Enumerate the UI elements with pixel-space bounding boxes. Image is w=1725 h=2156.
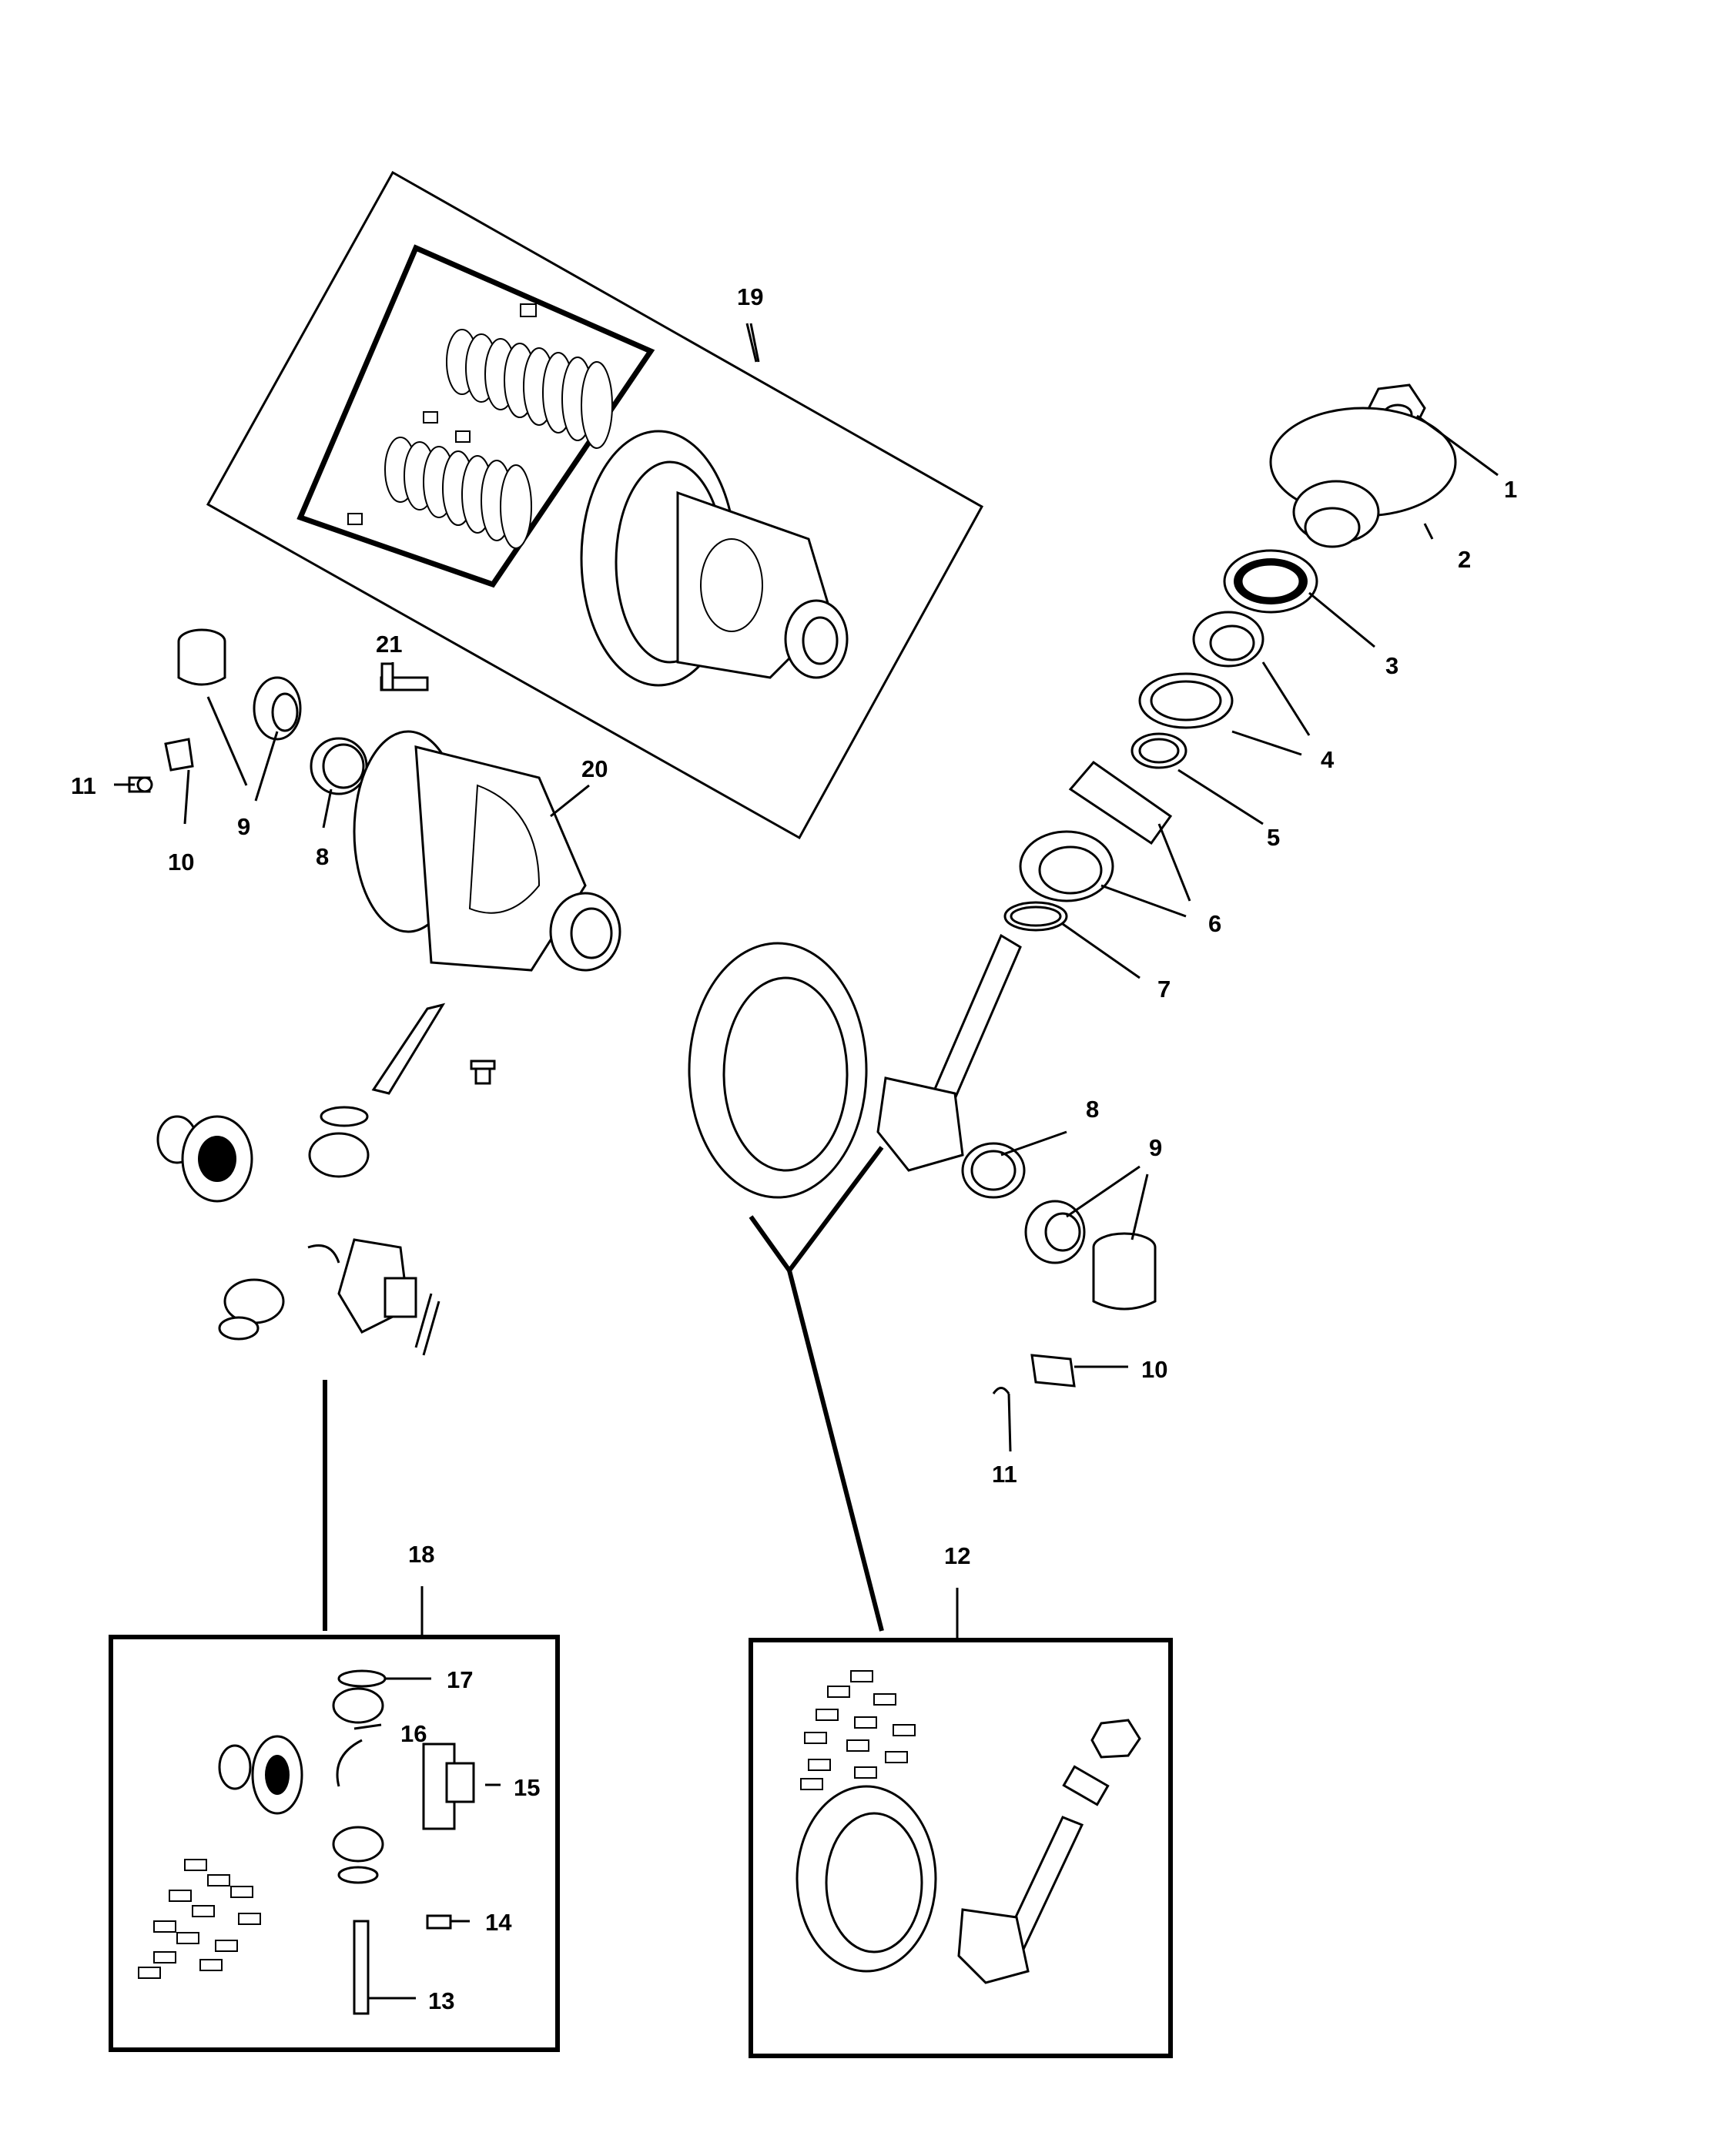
side-gear-washer-set — [156, 1106, 370, 1203]
callout-labels: 1 2 3 4 5 6 7 8 9 10 11 8 9 10 11 19 20 … — [71, 283, 1517, 2014]
kit-19-frame — [206, 170, 984, 840]
pinion-gear — [876, 933, 1022, 1172]
inner-bearing — [1019, 830, 1114, 902]
inner-bearing-cup — [1068, 760, 1173, 845]
callout-6: 6 — [1208, 910, 1221, 937]
callout-7: 7 — [1157, 976, 1171, 1003]
callout-16: 16 — [400, 1720, 427, 1747]
callout-5: 5 — [1267, 824, 1280, 851]
outer-bearing — [1192, 611, 1264, 668]
bolt-left — [128, 776, 153, 793]
callout-2: 2 — [1458, 546, 1471, 573]
callout-13: 13 — [428, 1987, 454, 2014]
limited-slip-case — [580, 430, 849, 687]
clutch-disc-pack-lower — [347, 411, 532, 549]
callout-18: 18 — [408, 1541, 434, 1568]
outer-bearing-cup — [1138, 672, 1234, 729]
callout-21: 21 — [376, 631, 402, 658]
callout-11-left: 11 — [71, 772, 96, 799]
callout-1: 1 — [1504, 476, 1517, 503]
bearing-cup-left — [177, 628, 226, 686]
pin-21 — [380, 662, 429, 691]
kit-12-frame — [749, 1588, 1173, 2058]
callout-11-right: 11 — [992, 1461, 1017, 1488]
pinion-seal — [1223, 549, 1318, 614]
callout-20: 20 — [581, 755, 608, 782]
callout-15: 15 — [514, 1774, 540, 1801]
callout-9-right: 9 — [1149, 1134, 1162, 1161]
ring-gear — [688, 942, 868, 1199]
bearing-cone-right — [1024, 1200, 1086, 1264]
kit-18-frame — [109, 1586, 560, 2052]
bolt-right — [992, 1387, 1010, 1394]
callout-12: 12 — [944, 1542, 970, 1569]
callout-9-left: 9 — [237, 813, 250, 840]
callout-14: 14 — [485, 1909, 512, 1936]
callout-17: 17 — [447, 1666, 473, 1693]
small-bolt — [470, 1060, 496, 1085]
callout-8-right: 8 — [1086, 1096, 1099, 1123]
group-connector-lines — [323, 1146, 884, 1632]
yoke-flange — [1269, 407, 1457, 548]
cross-shaft — [371, 1003, 446, 1095]
callout-4: 4 — [1321, 746, 1335, 773]
callout-8-left: 8 — [316, 843, 329, 870]
kit-18-parts — [138, 1669, 475, 2015]
bracket-left — [164, 738, 194, 772]
kit-12-parts — [796, 1670, 1141, 1984]
bearing-cup-right-outer — [1092, 1232, 1157, 1311]
callout-3: 3 — [1385, 652, 1398, 679]
leader-lines — [114, 323, 1499, 1452]
shim-left — [310, 737, 368, 795]
callout-19: 19 — [737, 283, 763, 310]
pinion-shim — [1003, 901, 1068, 932]
differential-case-20 — [353, 730, 621, 972]
callout-10-right: 10 — [1141, 1356, 1167, 1383]
collapsible-spacer — [1130, 732, 1187, 769]
bracket-right — [1030, 1354, 1076, 1388]
bearing-cone-left — [253, 676, 302, 741]
pinion-gear-set — [218, 1238, 440, 1356]
clutch-disc-pack-upper — [446, 303, 613, 449]
bearing-cup-right — [961, 1142, 1026, 1199]
callout-10-left: 10 — [168, 849, 194, 875]
